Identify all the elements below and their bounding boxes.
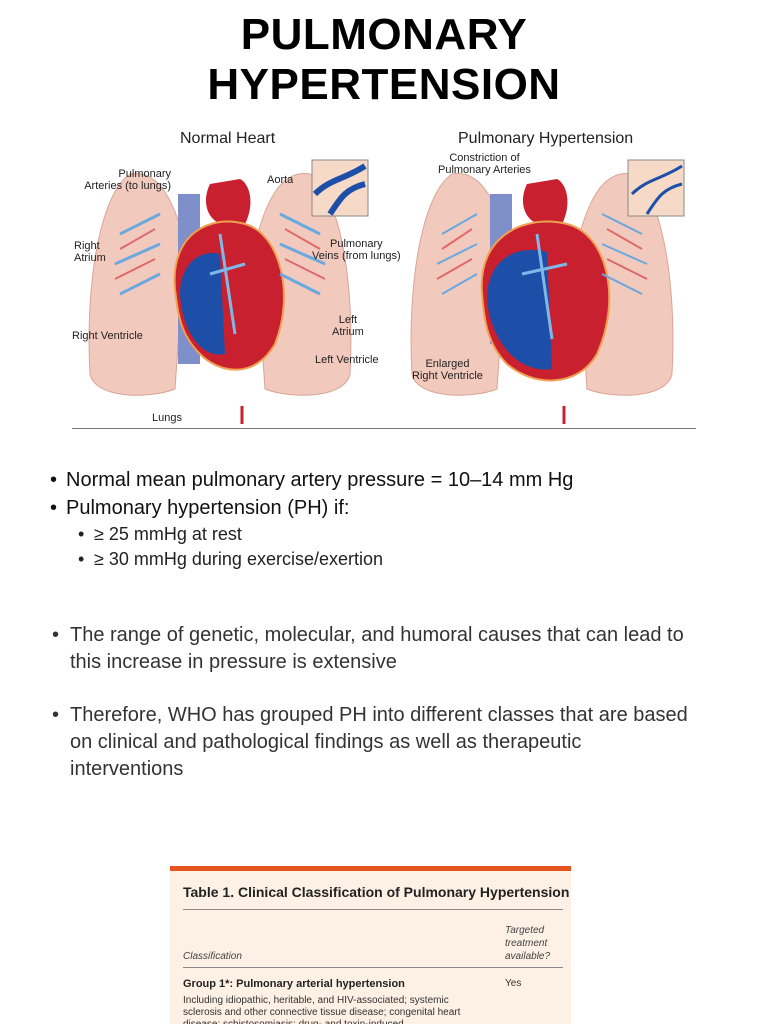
sub-bullet-item: •≥ 30 mmHg during exercise/exertion [78,547,740,572]
pulmonary-branches [114,212,326,296]
label-left-ventricle: Left Ventricle [315,354,379,366]
pressure-bullets: •Normal mean pulmonary artery pressure =… [50,466,740,572]
label-enlarged-right-ventricle: Enlarged Right Ventricle [412,358,483,382]
label-lungs: Lungs [152,412,182,424]
sub-bullet-text: ≥ 25 mmHg at rest [94,524,242,544]
bullet-item: •Normal mean pulmonary artery pressure =… [50,466,740,494]
label-pulmonary-arteries: Pulmonary Arteries (to lungs) [84,168,171,192]
table-group1-description: Including idiopathic, heritable, and HIV… [183,995,461,1024]
ph-vessel-lines [521,233,568,340]
sub-bullet-item: •≥ 25 mmHg at rest [78,522,740,547]
bullet-text: Normal mean pulmonary artery pressure = … [66,469,574,491]
normal-heart-title: Normal Heart [180,130,276,147]
bullet-item: •Pulmonary hypertension (PH) if: [50,494,740,522]
heart-illustration [88,159,685,424]
label-left-atrium: Left Atrium [332,314,364,338]
paragraph-text: Therefore, WHO has grouped PH into diffe… [70,704,688,780]
vessel-lines [209,233,246,335]
figure-divider [72,428,696,429]
table-header-rule [183,967,563,968]
inset-constricted-vessel-lines [630,164,683,215]
table-col-classification: Classification [183,951,242,962]
paragraph-item: •The range of genetic, molecular, and hu… [52,622,692,676]
ph-heart-figure [410,159,685,424]
title-line-1: PULMONARY [240,10,528,59]
ph-enlarged-right-ventricle-shape [487,249,552,370]
sub-bullet-text: ≥ 30 mmHg during exercise/exertion [94,549,384,569]
ph-pulmonary-vein-branches [436,228,648,280]
table-group1-value: Yes [505,978,522,989]
table-col-targeted: Targeted treatment available? [505,925,551,962]
paragraph-item: •Therefore, WHO has grouped PH into diff… [52,702,692,783]
ph-aorta-shape [522,179,568,224]
table-top-rule [183,909,563,910]
pulmonary-hypertension-title: Pulmonary Hypertension [458,130,634,147]
table-title: Table 1. Clinical Classification of Pulm… [183,884,570,900]
label-constriction: Constriction of Pulmonary Arteries [438,152,531,176]
page-title: PULMONARY HYPERTENSION [0,10,768,110]
paragraph-text: The range of genetic, molecular, and hum… [70,624,684,673]
heart-diagram: Normal Heart Pulmonary Hypertension Pulm… [60,124,710,429]
label-aorta: Aorta [267,174,294,186]
label-right-atrium: Right Atrium [74,240,106,264]
right-ventricle-shape [180,253,225,355]
title-line-2: HYPERTENSION [207,60,561,109]
classification-table-image: Table 1. Clinical Classification of Pulm… [170,866,571,1024]
aorta-shape [205,179,251,224]
inset-normal-vessel-lines [312,163,367,216]
normal-heart-figure [88,159,369,424]
ph-pulmonary-branches [436,213,648,295]
pulmonary-vein-branches [114,228,326,280]
bullet-text: Pulmonary hypertension (PH) if: [66,497,350,519]
label-right-ventricle: Right Ventricle [72,330,143,342]
classification-paragraphs: •The range of genetic, molecular, and hu… [52,622,692,809]
table-group1-label: Group 1*: Pulmonary arterial hypertensio… [183,978,405,990]
label-pulmonary-veins: Pulmonary Veins (from lungs) [312,238,401,262]
